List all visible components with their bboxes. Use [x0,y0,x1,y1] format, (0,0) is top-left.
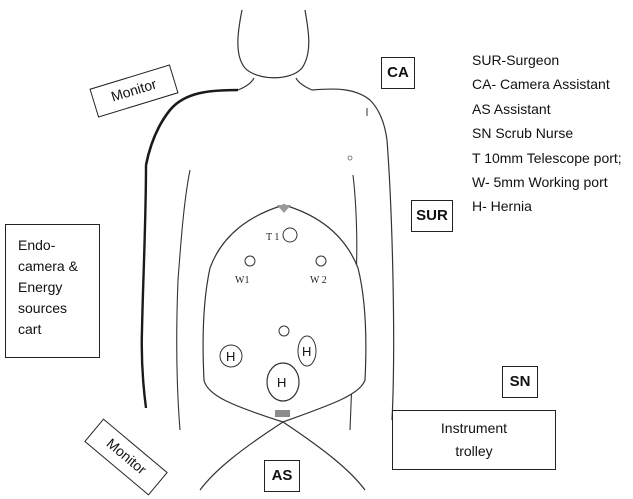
cart-label-line: camera & [18,256,78,277]
working-port-left [245,256,255,266]
cart-label-line: Energy [18,277,78,298]
right-chest-dot [348,156,352,160]
head-outline [238,10,309,78]
left-arm-outer [142,165,146,408]
left-arm-inner [177,170,190,430]
right-shoulder [312,89,387,140]
working-port-right-label: W 2 [310,275,327,286]
legend-item: SUR-Surgeon [472,48,622,72]
legend: SUR-Surgeon CA- Camera Assistant AS Assi… [472,48,622,219]
legend-item: W- 5mm Working port [472,170,622,194]
legend-item: H- Hernia [472,194,622,218]
hernia-left-label: H [226,349,235,364]
camera-assistant-label: CA [387,64,409,83]
trolley-label: Instrument trolley [441,417,507,463]
assistant-box: AS [264,460,300,492]
neck-left [238,78,254,90]
surgeon-box: SUR [411,200,453,232]
trolley-label-line: trolley [441,440,507,463]
cart-label-line: Endo- [18,235,78,256]
scrub-nurse-box: SN [502,366,538,398]
scrub-nurse-label: SN [510,373,531,392]
neck-right [296,78,312,90]
cart-label-line: cart [18,319,78,340]
assistant-label: AS [272,467,293,486]
surgeon-label: SUR [416,207,448,226]
trolley-label-line: Instrument [441,417,507,440]
working-port-right [316,256,326,266]
telescope-port-label: T 1 [266,232,279,243]
hernia-center-label: H [277,375,286,390]
camera-assistant-box: CA [381,57,415,89]
legend-item: AS Assistant [472,97,622,121]
accessory-port [279,326,289,336]
endo-camera-cart-box: Endo- camera & Energy sources cart [5,224,100,358]
right-arm-outer [387,140,394,420]
legend-item: T 10mm Telescope port; [472,146,622,170]
hernia-right-label: H [302,344,311,359]
legend-item: SN Scrub Nurse [472,121,622,145]
telescope-port [283,228,297,242]
left-shoulder [146,90,238,165]
cart-label-line: sources [18,298,78,319]
legend-item: CA- Camera Assistant [472,72,622,96]
working-port-left-label: W1 [235,275,249,286]
instrument-trolley-box: Instrument trolley [392,410,556,470]
pubic-marker [275,410,290,417]
cart-label: Endo- camera & Energy sources cart [18,235,78,340]
